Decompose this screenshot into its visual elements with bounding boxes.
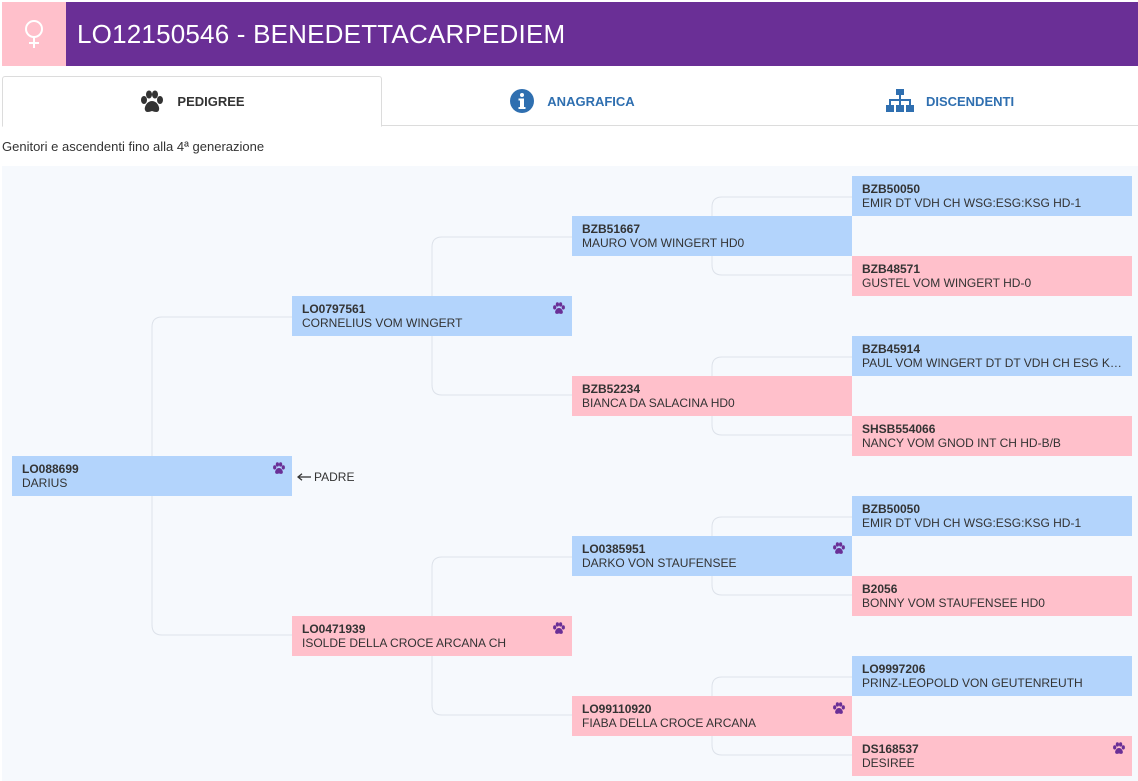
pedigree-node-gen3[interactable]: BZB52234 BIANCA DA SALACINA HD0: [572, 376, 852, 416]
arrow-left-icon: [297, 473, 311, 481]
pedigree-node-gen3[interactable]: BZB51667 MAURO VOM WINGERT HD0: [572, 216, 852, 256]
pedigree-tree: LO088699 DARIUS LO0797561 CORNELIUS VOM …: [2, 166, 1138, 781]
paw-icon[interactable]: [272, 462, 286, 478]
paw-icon: [141, 90, 164, 112]
pedigree-node-gen3[interactable]: LO99110920 FIABA DELLA CROCE ARCANA: [572, 696, 852, 736]
pedigree-subtitle: Genitori e ascendenti fino alla 4ª gener…: [2, 139, 265, 154]
pedigree-node-gen2[interactable]: LO0471939 ISOLDE DELLA CROCE ARCANA CH: [292, 616, 572, 656]
sitemap-icon: [885, 89, 914, 112]
pedigree-node-gen2[interactable]: LO0797561 CORNELIUS VOM WINGERT: [292, 296, 572, 336]
pedigree-node-gen4[interactable]: BZB50050 EMIR DT VDH CH WSG:ESG:KSG HD-1: [852, 176, 1132, 216]
pedigree-node-gen4[interactable]: BZB50050 EMIR DT VDH CH WSG:ESG:KSG HD-1: [852, 496, 1132, 536]
paw-icon[interactable]: [832, 702, 846, 718]
tab-pedigree[interactable]: PEDIGREE: [2, 76, 382, 127]
padre-label: PADRE: [314, 470, 355, 484]
info-icon: [510, 89, 535, 113]
pedigree-node-gen1[interactable]: LO088699 DARIUS: [12, 456, 292, 496]
page-header: LO12150546 - BENEDETTACARPEDIEM: [2, 2, 1138, 66]
tab-pedigree-label: PEDIGREE: [177, 94, 245, 109]
tab-anagrafica[interactable]: ANAGRAFICA: [382, 76, 762, 126]
pedigree-node-gen4[interactable]: BZB48571 GUSTEL VOM WINGERT HD-0: [852, 256, 1132, 296]
pedigree-node-gen4[interactable]: SHSB554066 NANCY VOM GNOD INT CH HD-B/B: [852, 416, 1132, 456]
pedigree-node-gen4[interactable]: LO9997206 PRINZ-LEOPOLD VON GEUTENREUTH: [852, 656, 1132, 696]
tab-anagrafica-label: ANAGRAFICA: [547, 93, 635, 109]
pedigree-node-gen4[interactable]: DS168537 DESIREE: [852, 736, 1132, 776]
paw-icon[interactable]: [552, 622, 566, 638]
padre-indicator: PADRE: [297, 470, 354, 484]
tab-discendenti[interactable]: DISCENDENTI: [762, 76, 1138, 126]
pedigree-node-gen4[interactable]: B2056 BONNY VOM STAUFENSEE HD0: [852, 576, 1132, 616]
tab-bar: PEDIGREE ANAGRAFICA DISCENDENTI: [2, 76, 1138, 127]
paw-icon[interactable]: [552, 302, 566, 318]
pedigree-node-gen3[interactable]: LO0385951 DARKO VON STAUFENSEE: [572, 536, 852, 576]
female-icon: [2, 2, 66, 66]
paw-icon[interactable]: [832, 542, 846, 558]
page-title: LO12150546 - BENEDETTACARPEDIEM: [77, 19, 566, 49]
tab-discendenti-label: DISCENDENTI: [925, 93, 1015, 109]
pedigree-node-gen4[interactable]: BZB45914 PAUL VOM WINGERT DT DT VDH CH E…: [852, 336, 1132, 376]
paw-icon[interactable]: [1112, 742, 1126, 758]
